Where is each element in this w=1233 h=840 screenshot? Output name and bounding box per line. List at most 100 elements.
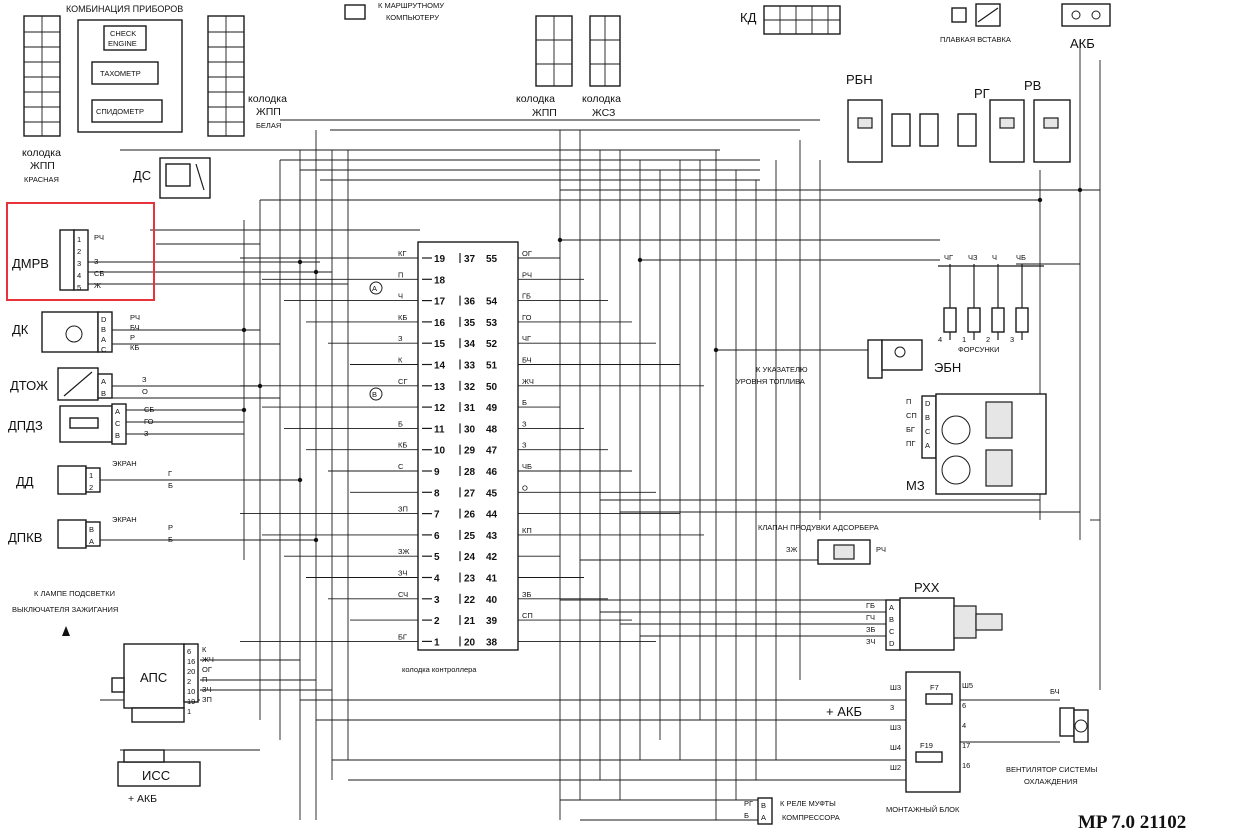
mount-wire-code: 17 [962, 741, 970, 750]
compressor-connector [757, 797, 773, 825]
rhh-pin: B [889, 615, 894, 624]
trip-computer-label-1: К МАРШРУТНОМУ [378, 1, 444, 10]
purge-valve: КЛАПАН ПРОДУВКИ АДСОРБЕРА ЗЖ РЧ [758, 523, 886, 565]
controller-pin-number: 34 [464, 339, 476, 350]
dtozh-pin: A [101, 377, 106, 386]
wire-junction [297, 477, 303, 483]
controller-right-wire-code: ГБ [522, 292, 531, 301]
mz-pin: B [925, 413, 930, 422]
controller-pin-number: 27 [464, 488, 476, 499]
controller-pin-number: 35 [464, 318, 476, 329]
controller-left-wire-code: Ч [398, 292, 403, 301]
dk-pin: B [101, 325, 106, 334]
speed-sensor-ds: ДС [133, 157, 211, 199]
controller-left-wire-code: Б [398, 419, 403, 428]
controller-left-wire-code: ЗЖ [398, 547, 410, 556]
dpkv-wire-code: Р [168, 523, 173, 532]
dd-label: ДД [16, 474, 34, 489]
tachometer-label: ТАХОМЕТР [100, 69, 141, 78]
connector-red-label-1: колодка [22, 147, 61, 159]
compressor-pin: B [761, 801, 766, 810]
injector-wire-code: Ч [992, 253, 997, 262]
ground-marker-a: А [369, 281, 383, 295]
instrument-cluster-label: КОМБИНАЦИЯ ПРИБОРОВ [66, 4, 183, 14]
dmrv-highlight-box [6, 202, 155, 301]
controller-pin-number: 5 [434, 552, 440, 563]
battery-label: АКБ [1070, 36, 1095, 51]
injector-body [1015, 307, 1029, 333]
compressor-wire-code: РГ [744, 799, 753, 808]
controller-pin-number: 22 [464, 595, 476, 606]
dpkv-label: ДПКВ [8, 530, 42, 545]
dmrv-body [59, 229, 75, 291]
fuse-f19-body [915, 751, 943, 763]
aps-right-connector [183, 643, 199, 703]
dk-connector [97, 311, 113, 353]
connector-white-label-3: БЕЛАЯ [256, 121, 281, 130]
injector-number: 3 [1010, 335, 1014, 344]
trip-computer-label-2: КОМПЬЮТЕРУ [386, 13, 439, 22]
battery-terminal-minus [1071, 10, 1081, 20]
trip-computer-connector: К МАРШРУТНОМУ КОМПЬЮТЕРУ [344, 1, 444, 22]
mount-wire-code: Ш5 [962, 681, 973, 690]
ds-label: ДС [133, 168, 151, 183]
kd-label: КД [740, 10, 757, 25]
speedometer-label: СПИДОМЕТР [96, 107, 144, 116]
relay-rg [989, 99, 1025, 163]
fuse-f7-body [925, 693, 953, 705]
ground-marker-b: В [369, 387, 383, 401]
mount-pin: Ш2 [890, 763, 901, 772]
marker-b-label: В [372, 390, 377, 399]
dmrv-label: ДМРВ [12, 256, 49, 271]
dd-screen-label: ЭКРАН [112, 459, 137, 468]
dmrv-wire-code: З [94, 257, 99, 266]
dpdz-pin: A [115, 407, 120, 416]
compressor-label-2: КОМПРЕССОРА [782, 813, 840, 822]
wire-junction [557, 237, 563, 243]
fuel-gauge-label-1: К УКАЗАТЕЛЮ [756, 365, 808, 374]
wire-junction [713, 347, 719, 353]
dmrv-pin: 5 [77, 283, 81, 292]
controller-pin-number: 52 [486, 339, 498, 350]
battery-symbol [1061, 3, 1111, 27]
mount-wire-code: 4 [962, 721, 966, 730]
dk-label: ДК [12, 322, 29, 337]
relay-rg-label: РГ [974, 86, 990, 101]
lamp-arrow [62, 626, 70, 636]
relay-rbn [847, 99, 883, 163]
aps-pin: 2 [187, 677, 191, 686]
wire-junction [313, 269, 319, 275]
aps-pin: 10 [187, 687, 195, 696]
wire-junction [1077, 187, 1083, 193]
relay-fuse-3 [957, 113, 977, 147]
controller-pin-number: 10 [434, 446, 446, 457]
controller-pin-number: 40 [486, 595, 498, 606]
aps-wire-code: ЗЧ [202, 685, 211, 694]
rhh-plunger [975, 613, 1003, 631]
connector-red-label-3: КРАСНАЯ [24, 175, 59, 184]
mz-wire-code: ПГ [906, 439, 915, 448]
mz-pin: C [925, 427, 931, 436]
relay-rv [1033, 99, 1071, 163]
controller-pin-number: 23 [464, 574, 476, 585]
controller-pin-number: 28 [464, 467, 476, 478]
controller-pin-number: 12 [434, 403, 446, 414]
aps-wire-code: К [202, 645, 207, 654]
dpdz-resistor [69, 417, 99, 429]
aps-pin: 6 [187, 647, 191, 656]
controller-pin-number: 15 [434, 339, 446, 350]
injector-number: 4 [938, 335, 942, 344]
rhh-pin: D [889, 639, 895, 648]
dtozh-connector [97, 373, 113, 399]
controller-left-wire-code: С [398, 462, 404, 471]
aps-pin: 19 [187, 697, 195, 706]
controller-right-wire-code: З [522, 419, 527, 428]
rhh-wire-code: ЗЧ [866, 637, 875, 646]
controller-left-wire-code: СЧ [398, 590, 408, 599]
aps-wire-code: П [202, 675, 207, 684]
